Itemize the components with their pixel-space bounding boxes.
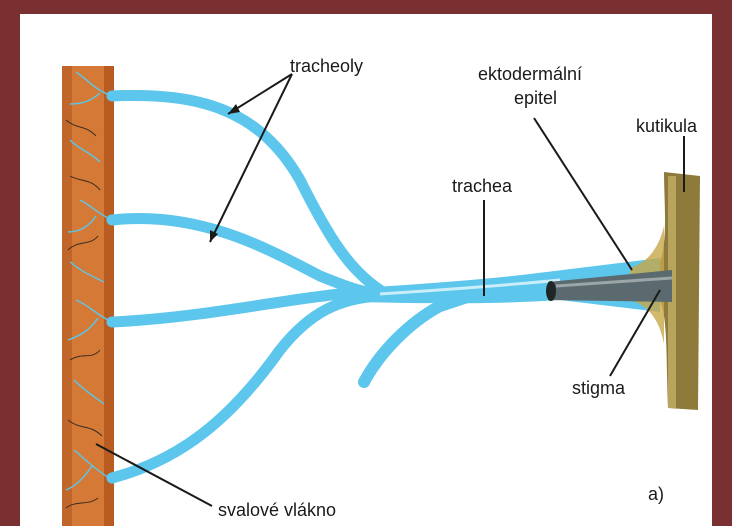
label-stigma: stigma	[572, 378, 626, 398]
label-ektodermalni: ektodermální	[478, 64, 582, 84]
label-tracheoly: tracheoly	[290, 56, 363, 76]
label-svalove-vlakno: svalové vlákno	[218, 500, 336, 520]
label-panel: a)	[648, 484, 664, 504]
label-epitel: epitel	[514, 88, 557, 108]
leader-arrows	[210, 104, 240, 242]
label-trachea: trachea	[452, 176, 513, 196]
label-kutikula: kutikula	[636, 116, 698, 136]
muscle-fiber	[62, 66, 114, 526]
